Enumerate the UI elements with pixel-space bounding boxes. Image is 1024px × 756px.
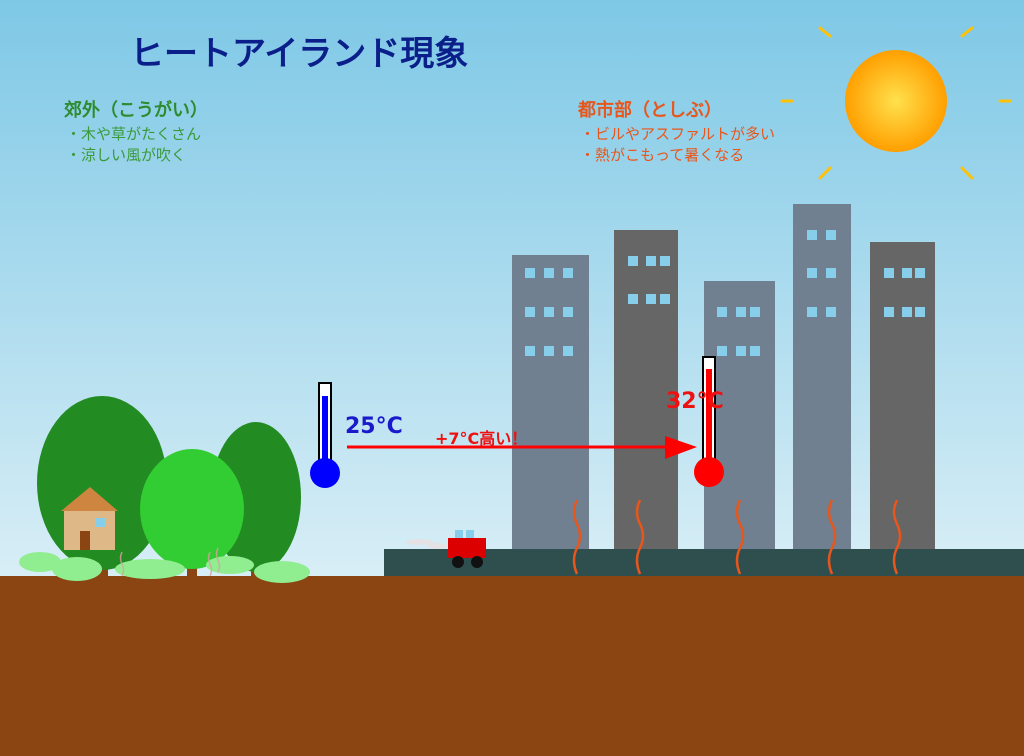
building-window (628, 256, 638, 266)
building-window (525, 346, 535, 356)
house-icon (61, 487, 118, 550)
building-window (915, 268, 925, 278)
building-window (660, 256, 670, 266)
building-window (826, 268, 836, 278)
building-window (544, 307, 554, 317)
building-window (902, 307, 912, 317)
building (614, 230, 678, 560)
building-window (807, 230, 817, 240)
building-window (525, 268, 535, 278)
page-title: ヒートアイランド現象 (130, 34, 469, 74)
building-window (544, 346, 554, 356)
urban-heading: 都市部（としぶ） (578, 100, 722, 121)
temperature-difference-label: +7°C高い！ (435, 429, 528, 448)
building-window (736, 307, 746, 317)
building-window (807, 307, 817, 317)
building-window (826, 230, 836, 240)
suburb-heading: 郊外（こうがい） (64, 100, 208, 121)
building (512, 255, 589, 560)
tree-center-icon (140, 449, 244, 577)
building-window (902, 268, 912, 278)
sun-icon (780, 26, 1012, 180)
building-window (646, 256, 656, 266)
building-window (563, 307, 573, 317)
building-window (750, 307, 760, 317)
building-window (826, 307, 836, 317)
building-window (544, 268, 554, 278)
building-window (717, 307, 727, 317)
building-window (807, 268, 817, 278)
thermometer-hot-icon (694, 356, 724, 487)
temperature-rise-arrow (347, 436, 697, 459)
building-window (750, 346, 760, 356)
city-buildings (512, 204, 935, 560)
bushes (19, 552, 310, 583)
thermometer-cold-icon (310, 382, 340, 488)
heat-waves (572, 499, 902, 575)
building (870, 242, 935, 560)
road (384, 549, 1024, 576)
building-window (717, 346, 727, 356)
building-window (563, 346, 573, 356)
car-icon (406, 530, 486, 568)
building-window (736, 346, 746, 356)
building-window (660, 294, 670, 304)
suburb-points: ・木や草がたくさん ・涼しい風が吹く (66, 124, 201, 166)
suburb-temperature-label: 25°C (345, 414, 403, 439)
urban-point: ・ビルやアスファルトが多い (580, 125, 776, 143)
suburb-breeze (119, 547, 221, 577)
urban-temperature-label: 32°C (666, 389, 724, 414)
building-window (563, 268, 573, 278)
suburb-point: ・涼しい風が吹く (66, 146, 187, 164)
urban-point: ・熱がこもって暑くなる (580, 146, 745, 164)
ground (0, 576, 1024, 756)
building-window (628, 294, 638, 304)
building-window (915, 307, 925, 317)
building-window (646, 294, 656, 304)
building-window (525, 307, 535, 317)
building-window (884, 268, 894, 278)
suburb-point: ・木や草がたくさん (66, 125, 202, 143)
building-window (884, 307, 894, 317)
urban-points: ・ビルやアスファルトが多い ・熱がこもって暑くなる (580, 124, 775, 166)
building (793, 204, 851, 560)
